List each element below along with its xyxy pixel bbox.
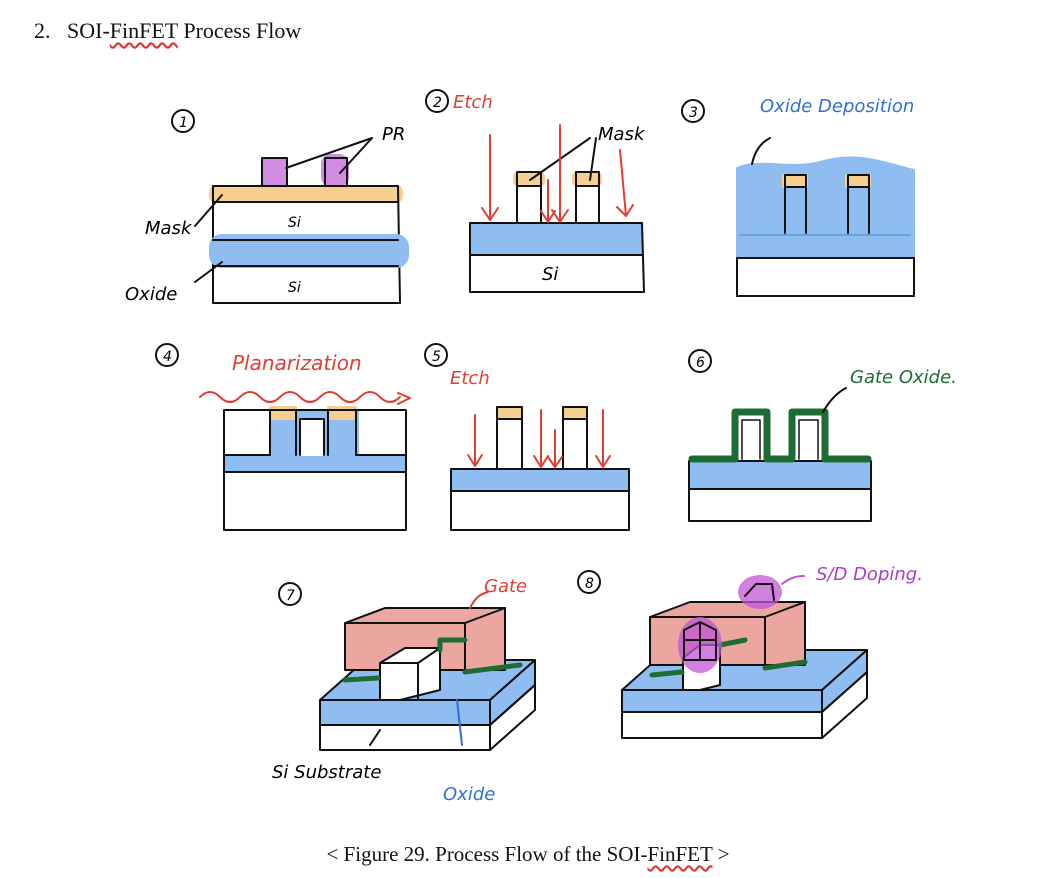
step-1-circle: [171, 109, 195, 133]
gate-oxide-line: [688, 408, 872, 463]
step-3-title: Oxide Deposition: [760, 96, 914, 117]
oxide-deposit: [736, 156, 915, 259]
caption-finfet: FinFET: [647, 842, 713, 866]
step-4-circle: [155, 343, 179, 367]
label-mask-2: Mask: [598, 124, 646, 145]
label-si-bottom: Si: [288, 280, 301, 296]
label-oxide-7: Oxide: [443, 784, 495, 805]
doping-source: [738, 575, 782, 609]
photoresist-1: [261, 157, 288, 187]
step-7-circle: [278, 582, 302, 606]
step-2-title: Etch: [453, 92, 493, 113]
caption-pre: < Figure 29. Process Flow of the SOI-: [326, 842, 648, 866]
step-5-circle: [424, 343, 448, 367]
step-5-number: 5: [432, 349, 441, 365]
step-1-number: 1: [179, 115, 188, 131]
step-6-circle: [688, 349, 712, 373]
section-heading: 2. SOI-FinFET Process Flow: [34, 18, 301, 44]
label-gate: Gate: [484, 576, 527, 597]
label-pr: PR: [382, 124, 405, 145]
heading-title-pre: SOI-: [67, 18, 110, 43]
etch-arrows: [481, 124, 634, 223]
heading-title-post: Process Flow: [177, 18, 302, 43]
step-3-circle: [681, 99, 705, 123]
planarization-wave: [199, 391, 411, 405]
step-4-diagram: [155, 343, 411, 531]
step-5-title: Etch: [450, 368, 490, 389]
step-2-number: 2: [433, 95, 442, 111]
step-6-number: 6: [696, 355, 705, 371]
step-7-number: 7: [286, 588, 295, 604]
section-number: 2.: [34, 18, 51, 43]
heading-title-finfet: FinFET: [109, 18, 178, 43]
mask-layer: [209, 185, 403, 203]
step-4-title: Planarization: [232, 351, 362, 375]
oxide-layer: [469, 222, 643, 256]
step-6-title: Gate Oxide.: [850, 367, 957, 388]
step-8-title: S/D Doping.: [816, 564, 923, 585]
caption-post: >: [712, 842, 730, 866]
step-8-diagram: [577, 570, 868, 739]
step-7-diagram: [278, 582, 536, 751]
label-si-top: Si: [288, 215, 301, 231]
label-oxide-1: Oxide: [125, 284, 177, 305]
step-6-diagram: [688, 349, 872, 522]
step-8-circle: [577, 570, 601, 594]
step-5-diagram: [424, 343, 630, 531]
step-8-number: 8: [585, 576, 594, 592]
label-mask-1: Mask: [145, 218, 193, 239]
etch-arrows-5: [467, 409, 611, 468]
label-si-substrate: Si Substrate: [272, 762, 381, 783]
figure-caption: < Figure 29. Process Flow of the SOI-Fin…: [0, 842, 1056, 867]
step-3-diagram: [681, 99, 915, 297]
step-4-number: 4: [163, 349, 172, 365]
label-si-2: Si: [542, 264, 558, 285]
step-2-circle: [425, 89, 449, 113]
step-2-diagram: [425, 89, 645, 293]
step-3-number: 3: [689, 105, 698, 121]
step-1-diagram: [171, 109, 409, 304]
